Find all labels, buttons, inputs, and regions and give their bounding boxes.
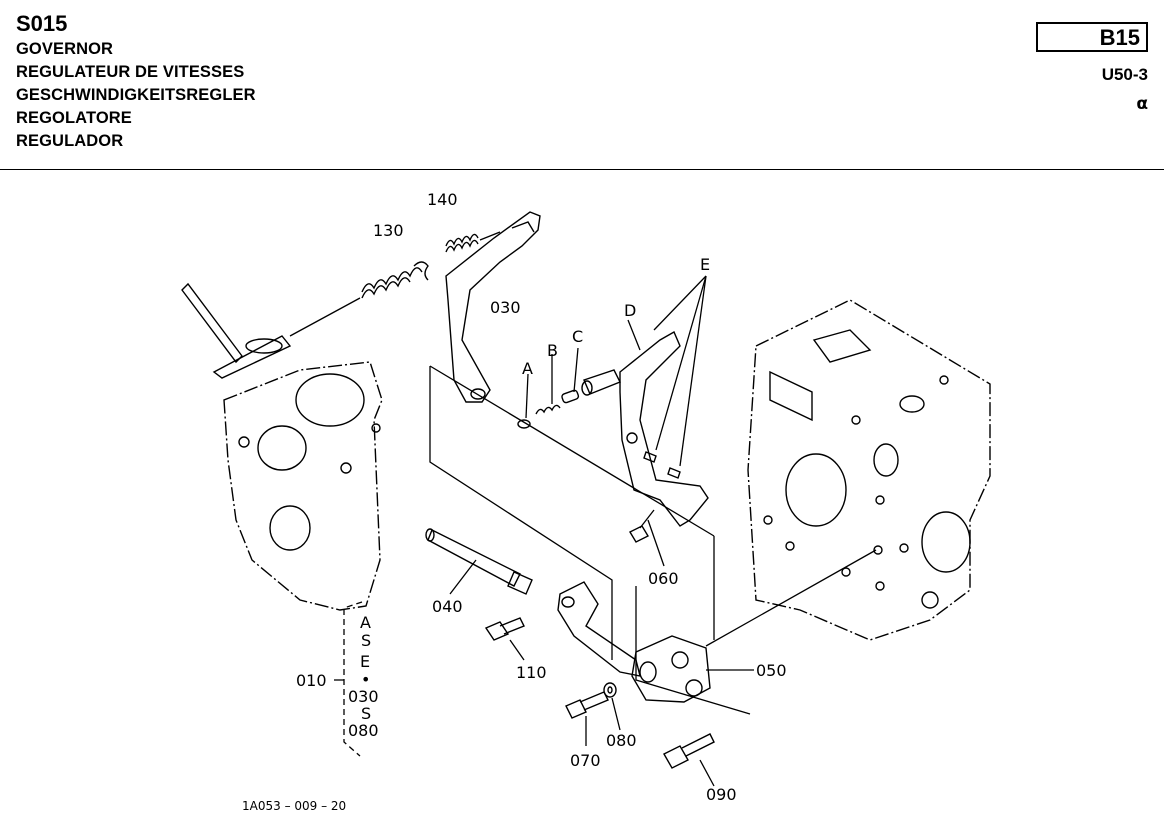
governor-shaft-drawing xyxy=(181,282,361,379)
spring-140-drawing xyxy=(445,231,501,253)
governor-arm-drawing xyxy=(557,549,877,703)
header-meta: B15 U50-3 α xyxy=(1036,22,1148,114)
callout-c: C xyxy=(572,327,583,346)
callout-010: 010 xyxy=(296,671,327,690)
pin-a-drawing xyxy=(517,373,531,429)
callout-080: 080 xyxy=(606,731,637,750)
title-fr: REGULATEUR DE VITESSES xyxy=(16,63,245,81)
model-code: U50-3 xyxy=(1101,65,1148,84)
title-es: REGULADOR xyxy=(16,132,124,150)
section-box: B15 xyxy=(1036,22,1148,52)
bolt-090-drawing xyxy=(663,733,715,787)
callout-030: 030 xyxy=(490,298,521,317)
assembly-from: A xyxy=(360,613,371,632)
lever-030-drawing xyxy=(445,211,541,403)
plunger-c-drawing xyxy=(561,347,580,404)
callout-090: 090 xyxy=(706,785,737,804)
callout-e: E xyxy=(700,255,710,274)
shaft-040-drawing xyxy=(425,528,533,595)
title-de: GESCHWINDIGKEITSREGLER xyxy=(16,86,256,104)
bolt-060-drawing xyxy=(629,509,665,567)
callout-140: 140 xyxy=(427,190,458,209)
spring-b-drawing xyxy=(535,354,561,415)
bolt-070-drawing xyxy=(565,691,609,746)
assembly-dot: • xyxy=(361,670,370,689)
drawing-code: 1A053 – 009 – 20 xyxy=(242,799,346,813)
header-divider xyxy=(0,169,1164,170)
assembly-sep-1: S xyxy=(361,631,371,650)
spring-130-drawing xyxy=(361,261,429,299)
title-it: REGOLATORE xyxy=(16,109,132,127)
gear-case-drawing xyxy=(223,361,383,611)
alpha-symbol: α xyxy=(1136,94,1148,114)
callout-d: D xyxy=(624,301,636,320)
assembly-bracket xyxy=(334,601,363,757)
callout-110: 110 xyxy=(516,663,547,682)
callout-a: A xyxy=(522,359,533,378)
backing-panels xyxy=(429,365,751,715)
assembly-sep-2: S xyxy=(361,704,371,723)
callout-070: 070 xyxy=(570,751,601,770)
assembly-from-2: 030 xyxy=(348,687,379,706)
part-group-code: S015 xyxy=(16,11,68,36)
callout-050: 050 xyxy=(756,661,787,680)
washer-080-drawing xyxy=(603,682,621,731)
callout-b: B xyxy=(547,341,558,360)
callout-130: 130 xyxy=(373,221,404,240)
engine-block-drawing xyxy=(747,299,991,641)
fork-lever-d-drawing xyxy=(581,275,709,527)
bolt-110-drawing xyxy=(484,617,525,661)
assembly-to-2: 080 xyxy=(348,721,379,740)
title-en: GOVERNOR xyxy=(16,40,114,58)
callout-060: 060 xyxy=(648,569,679,588)
callout-040: 040 xyxy=(432,597,463,616)
assembly-to: E xyxy=(360,652,370,671)
header-titles: S015 GOVERNOR REGULATEUR DE VITESSES GES… xyxy=(16,10,256,153)
